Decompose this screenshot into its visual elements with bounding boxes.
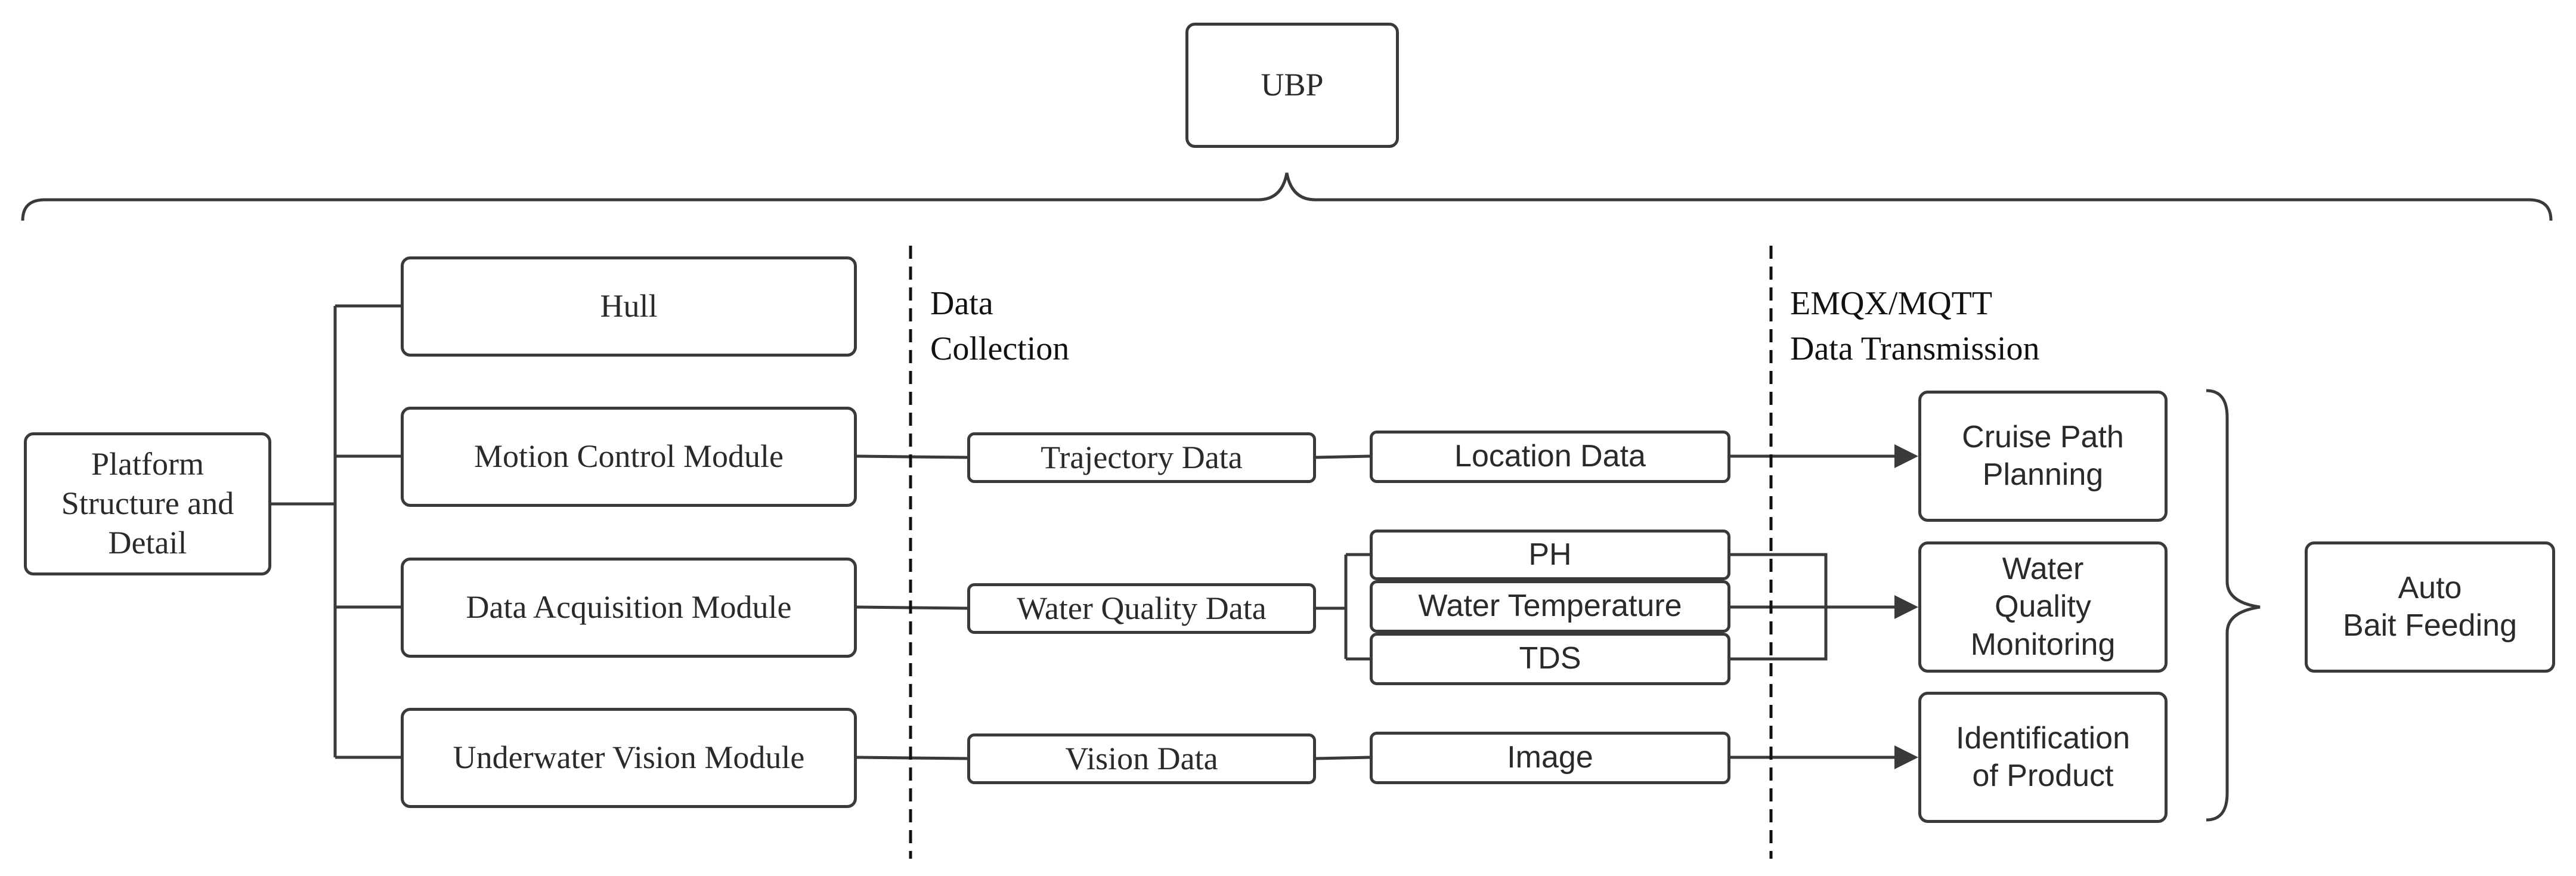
tds-node: TDS — [1370, 633, 1730, 685]
data-transmission-label: EMQX/MQTT Data Transmission — [1790, 285, 2040, 367]
trajectory-data-node: Trajectory Data — [967, 432, 1316, 483]
location-data-node: Location Data — [1370, 431, 1730, 483]
data-acquisition-module: Data Acquisition Module — [401, 558, 857, 658]
link-trajectory-location — [1315, 454, 1370, 459]
platform-structure-node: Platform Structure and Detail — [24, 432, 271, 575]
cruise-path-planning-node: Cruise Path Planning — [1918, 391, 2168, 522]
water-quality-monitoring-node: Water Quality Monitoring — [1918, 541, 2168, 673]
image-node: Image — [1370, 732, 1730, 784]
hull-module: Hull — [401, 256, 857, 357]
right-brace — [2206, 389, 2261, 822]
ph-node: PH — [1370, 530, 1730, 580]
underwater-vision-module: Underwater Vision Module — [401, 708, 857, 808]
top-brace — [21, 172, 2553, 221]
vision-data-node: Vision Data — [967, 733, 1316, 784]
link-vision-image — [1315, 756, 1370, 760]
motion-control-module: Motion Control Module — [401, 407, 857, 507]
auto-bait-feeding-node: Auto Bait Feeding — [2305, 541, 2555, 673]
fanout-waterquality — [1316, 553, 1370, 661]
ubp-node: UBP — [1185, 23, 1399, 148]
data-collection-label: Data Collection — [930, 285, 1070, 367]
water-temperature-node: Water Temperature — [1370, 580, 1730, 633]
water-quality-data-node: Water Quality Data — [967, 583, 1316, 634]
identification-of-product-node: Identification of Product — [1918, 692, 2168, 823]
